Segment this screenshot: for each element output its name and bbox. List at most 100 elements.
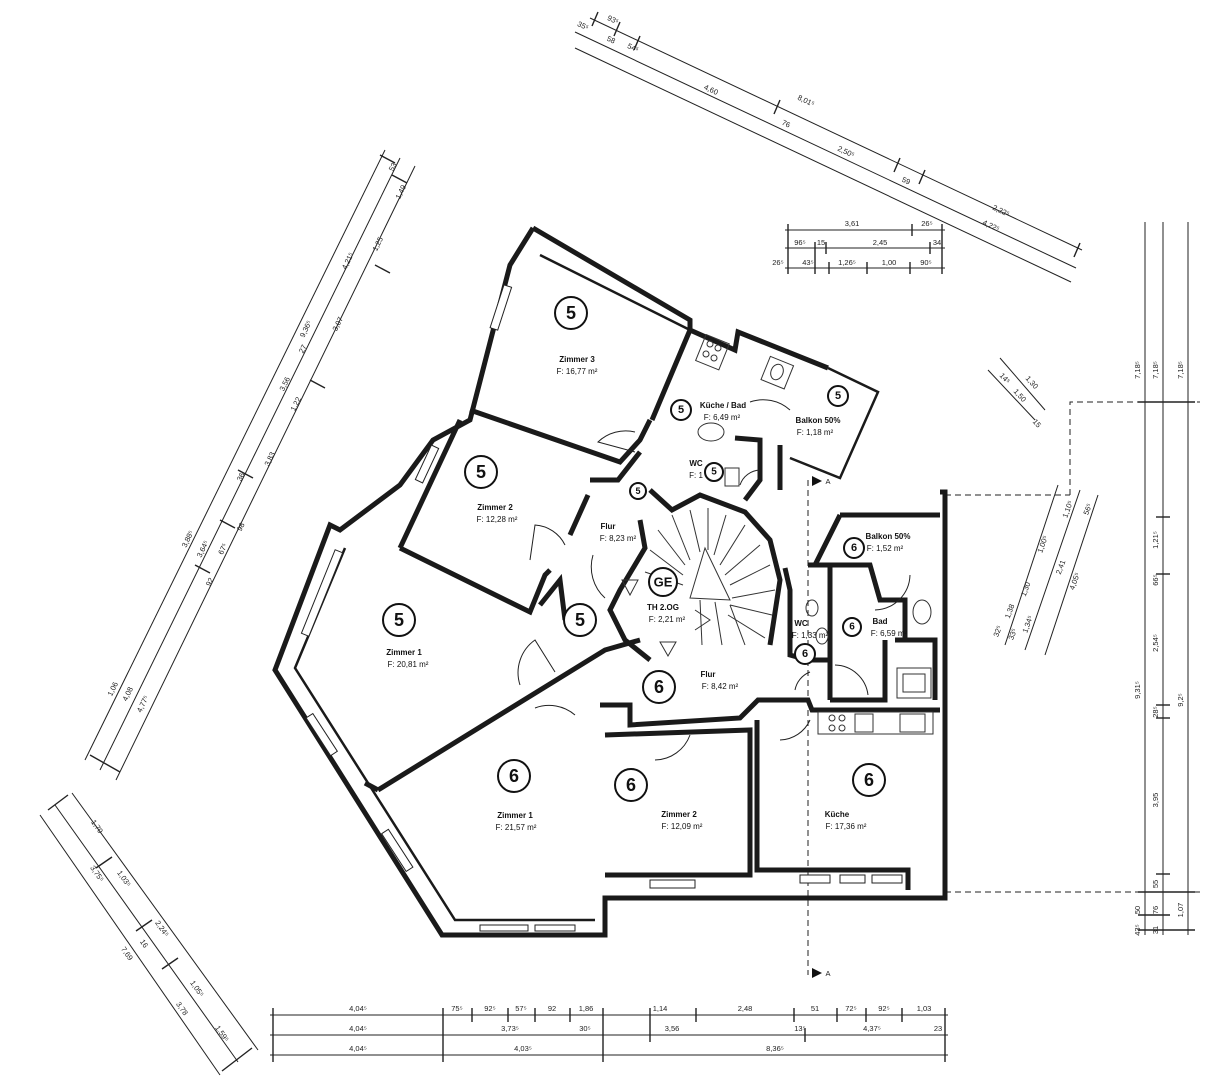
dim-lu-17: 1,06 xyxy=(106,680,120,697)
room-area-flur5: F: 8,23 m² xyxy=(600,534,637,543)
dim-ll-9: 1,59⁵ xyxy=(213,1024,231,1044)
svg-text:6: 6 xyxy=(849,622,855,633)
dim-top-10: 2,22⁵ xyxy=(991,203,1011,219)
dim-b3-2: 4,03⁵ xyxy=(514,1044,532,1053)
dim-rd-3: 1,00⁵ xyxy=(1035,534,1050,554)
dim-tm-6: 34 xyxy=(933,238,941,247)
dim-top-1: 93⁵ xyxy=(606,13,620,26)
dim-tm-11: 90⁵ xyxy=(920,258,931,267)
dim-b2-7: 23 xyxy=(934,1024,942,1033)
dim-rd-6: 1,30 xyxy=(1019,581,1032,598)
dim-lu-9: 1,22 xyxy=(289,395,303,412)
svg-text:5: 5 xyxy=(711,467,717,478)
dim-lu-6: 3,07 xyxy=(331,315,345,332)
room-area-zimmer3: F: 16,77 m² xyxy=(557,367,598,376)
svg-text:6: 6 xyxy=(864,770,874,790)
dim-tm-3: 96⁵ xyxy=(794,238,805,247)
svg-text:6: 6 xyxy=(654,677,664,697)
dim-top-7: 76 xyxy=(780,118,791,130)
room-area-th: F: 2,21 m² xyxy=(649,615,686,624)
room-area-zimmer2-6: F: 12,09 m² xyxy=(662,822,703,831)
unit-circle-wc6: 6 xyxy=(794,643,816,665)
unit-circle-ge: GE xyxy=(648,567,678,597)
dim-lu-8: 3,56 xyxy=(278,375,292,392)
room-name-flur6: Flur xyxy=(700,670,715,679)
dim-ro-3: 7,18⁵ xyxy=(1176,361,1185,379)
dim-top-11: 4,22⁵ xyxy=(981,218,1001,234)
room-name-flur5: Flur xyxy=(600,522,615,531)
unit-circle-wc5: 5 xyxy=(704,462,724,482)
room-area-zimmer1-6: F: 21,57 m² xyxy=(496,823,537,832)
dimension-lines: 93⁵ 35⁵ 58 54⁵ 4,60 8,01⁵ 76 2,50⁵ 59 2,… xyxy=(39,11,1195,1076)
dim-ri-6: 55 xyxy=(1151,880,1160,888)
section-marker-top: A xyxy=(825,477,830,486)
svg-text:5: 5 xyxy=(476,462,486,482)
room-area-wc6: F: 1,33 m² xyxy=(792,631,829,640)
dim-tm-8: 43⁵ xyxy=(802,258,813,267)
room-area-balkon6: F: 1,52 m² xyxy=(867,544,904,553)
dim-lu-12: 98 xyxy=(235,521,247,532)
dim-rs-3: 1,50 xyxy=(1012,387,1028,404)
room-name-zimmer1-6: Zimmer 1 xyxy=(497,811,533,820)
dim-rd-10: 33⁵ xyxy=(1006,627,1018,641)
room-area-wc5: F: 1 xyxy=(689,471,703,480)
dim-rd-5: 4,05⁵ xyxy=(1067,571,1082,591)
dim-ll-7: 7,69 xyxy=(119,945,135,962)
svg-text:5: 5 xyxy=(835,390,841,402)
dim-b3-3: 8,36⁵ xyxy=(766,1044,784,1053)
dim-ri-1: 1,21⁵ xyxy=(1151,531,1160,549)
dim-b1-5: 92 xyxy=(548,1004,556,1013)
dim-b1-10: 72⁵ xyxy=(845,1004,856,1013)
dim-rd-1: 1,10⁵ xyxy=(1060,499,1075,519)
dim-ri-5: 3,95 xyxy=(1151,793,1160,808)
dim-b1-9: 51 xyxy=(811,1004,819,1013)
fixtures xyxy=(694,333,934,735)
room-name-bad6: Bad xyxy=(872,617,887,626)
unit-circle-flur5: 5 xyxy=(629,482,647,500)
room-name-wc6: WC xyxy=(794,619,808,628)
dim-ll-1: 1,70 xyxy=(89,818,105,835)
room-area-flur6: F: 8,42 m² xyxy=(702,682,739,691)
dim-b1-6: 1,86 xyxy=(579,1004,594,1013)
dim-top-9: 59 xyxy=(900,175,911,187)
dim-ri-10: 43⁵ xyxy=(1133,924,1142,935)
dim-ri-2: 66⁵ xyxy=(1151,574,1160,585)
stair-arrows xyxy=(621,579,677,658)
dim-ri-7: 76 xyxy=(1151,906,1160,914)
dim-b1-7: 1,14 xyxy=(653,1004,668,1013)
section-markers: A A xyxy=(812,476,831,978)
room-labels: Zimmer 3 F: 16,77 m² Küche / Bad F: 6,49… xyxy=(386,355,910,832)
dim-b2-4: 3,56 xyxy=(665,1024,680,1033)
room-area-zimmer2-5: F: 12,28 m² xyxy=(477,515,518,524)
dim-lu-7: 27 xyxy=(297,343,309,354)
unit-circle-kueche: 5 xyxy=(670,399,692,421)
dim-b1-11: 92⁵ xyxy=(878,1004,889,1013)
unit-circle-zimmer3: 5 xyxy=(554,296,588,330)
dim-tm-1: 3,61 xyxy=(845,219,860,228)
dim-ll-4: 2,24⁵ xyxy=(153,919,171,939)
dim-ri-4: 28⁵ xyxy=(1151,706,1160,717)
dim-tm-10: 1,00 xyxy=(882,258,897,267)
dim-rs-2: 14⁵ xyxy=(998,371,1012,386)
unit-circle-balkon5: 5 xyxy=(827,385,849,407)
dim-ro-6: 1,07 xyxy=(1176,903,1185,918)
dim-rd-2: 56⁵ xyxy=(1081,502,1093,516)
dim-b1-1: 4,04⁵ xyxy=(349,1004,367,1013)
dim-top-6: 8,01⁵ xyxy=(796,93,816,109)
svg-text:6: 6 xyxy=(802,648,808,660)
dim-b3-1: 4,04⁵ xyxy=(349,1044,367,1053)
staircase xyxy=(644,508,776,646)
room-name-zimmer2-6: Zimmer 2 xyxy=(661,810,697,819)
room-name-th: TH 2.OG xyxy=(647,603,679,612)
room-name-balkon5: Balkon 50% xyxy=(796,416,841,425)
dim-tm-2: 26⁵ xyxy=(921,219,932,228)
svg-text:6: 6 xyxy=(851,542,857,554)
room-area-kueche6: F: 17,36 m² xyxy=(826,822,867,831)
dim-ro-4: 9,31⁵ xyxy=(1133,681,1142,699)
svg-text:5: 5 xyxy=(566,303,576,323)
unit-circles: 5 5 5 5 5 5 5 5 xyxy=(382,296,886,802)
svg-text:5: 5 xyxy=(575,610,585,630)
svg-text:6: 6 xyxy=(626,775,636,795)
dim-rd-9: 1,34⁵ xyxy=(1020,614,1035,634)
